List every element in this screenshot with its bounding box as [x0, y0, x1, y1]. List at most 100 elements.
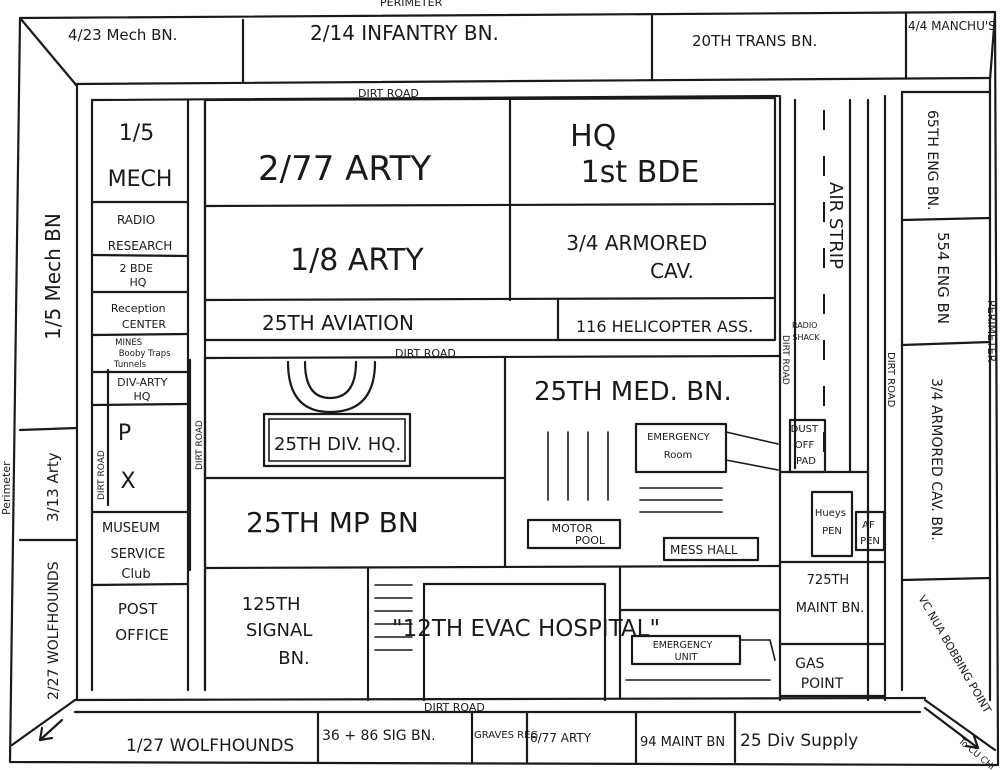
emergency-room-line2: Room	[664, 450, 692, 461]
hq-1st-bde-line2: 1st BDE	[581, 155, 700, 190]
af-pen: AF PEN	[860, 520, 880, 547]
road-right-label: DIRT ROAD	[885, 352, 896, 408]
radio-shack-line2: SHACK	[792, 333, 820, 342]
service-club-line1: SERVICE	[111, 547, 166, 562]
perimeter-left-label: Perimeter	[0, 461, 13, 515]
road-middle-label: DIRT ROAD	[395, 347, 456, 360]
radio-shack-line1: RADIO	[792, 321, 818, 330]
service-club-line2: Club	[121, 567, 150, 582]
gas-point: GAS POINT	[795, 656, 844, 692]
unit-3-4-cav-line1: 3/4 ARMORED	[566, 231, 707, 255]
emergency-unit: EMERGENCY UNIT	[653, 640, 716, 663]
unit-25th-aviation: 25TH AVIATION	[262, 311, 414, 335]
hueys-pen-line2: PEN	[822, 526, 842, 537]
unit-4-4-manchus: 4/4 MANCHU'S	[908, 19, 996, 33]
reception-center-line1: Reception	[111, 302, 166, 315]
gas-point-line1: GAS	[795, 656, 824, 672]
unit-725th-line2: MAINT BN.	[796, 601, 865, 616]
2-bde-hq-line2: HQ	[130, 276, 147, 289]
dust-off-pad-line1: DUST	[791, 424, 819, 435]
service-club: SERVICE Club	[111, 547, 170, 582]
unit-1-5-mech-bn: 1/5 Mech BN	[41, 213, 65, 340]
unit-94-maint: 94 MAINT BN	[640, 735, 725, 750]
gas-point-line2: POINT	[801, 676, 844, 692]
unit-3-4-armored-cav-bn: 3/4 ARMORED CAV. BN.	[928, 378, 944, 541]
dust-off-pad-line3: PAD	[796, 456, 816, 467]
unit-725th-line1: 725TH	[807, 573, 850, 588]
post-office: POST OFFICE	[115, 600, 168, 644]
unit-65th-eng: 65TH ENG BN.	[924, 110, 940, 211]
perimeter-top-label: PERIMETER	[380, 0, 443, 9]
unit-725th-maint: 725TH MAINT BN.	[796, 573, 865, 616]
dust-off-pad-line2: OFF	[795, 440, 815, 451]
motor-pool-line1: MOTOR	[552, 522, 594, 535]
radio-research-line2: RESEARCH	[108, 239, 172, 253]
unit-554-eng: 554 ENG BN	[934, 232, 952, 324]
unit-3-4-armored-cav: 3/4 ARMORED CAV.	[566, 231, 713, 283]
road-airstrip-label: DIRT ROAD	[780, 335, 790, 385]
radio-research-line1: RADIO	[117, 213, 155, 227]
mines-line2: Booby Traps	[119, 349, 171, 359]
dust-off-pad: DUST OFF PAD	[791, 424, 822, 467]
hq-1st-bde: HQ 1st BDE	[570, 119, 699, 190]
2-bde-hq: 2 BDE HQ	[120, 262, 157, 289]
emergency-unit-line1: EMERGENCY	[653, 640, 713, 651]
unit-116-helicopter: 116 HELICOPTER ASS.	[576, 317, 753, 336]
unit-6-77-arty: 6/77 ARTY	[530, 731, 592, 745]
mines-line3: Tunnels	[113, 360, 147, 370]
emergency-unit-line2: UNIT	[675, 652, 698, 663]
px-line1: P	[118, 421, 131, 446]
unit-3-4-cav-line2: CAV.	[650, 259, 694, 283]
map-linework	[8, 10, 1000, 767]
post-office-line1: POST	[118, 600, 158, 618]
radio-shack: RADIO SHACK	[792, 321, 820, 342]
unit-125th-signal: 125TH SIGNAL BN.	[242, 594, 318, 669]
px-line2: X	[120, 469, 135, 494]
div-arty-hq-line1: DIV-ARTY	[117, 376, 167, 389]
unit-1-8-arty: 1/8 ARTY	[290, 243, 424, 278]
road-bottom-label: DIRT ROAD	[424, 701, 485, 714]
unit-1-5-mech-line1: 1/5	[119, 121, 154, 146]
unit-graves-reg: GRAVES REG.	[474, 730, 541, 741]
motor-pool: MOTOR POOL	[552, 522, 606, 547]
div-arty-hq: DIV-ARTY HQ	[117, 376, 171, 403]
unit-36-86-sig: 36 + 86 SIG BN.	[322, 728, 436, 744]
emergency-room: EMERGENCY Room	[647, 432, 713, 461]
unit-4-4-a: 4/4 MANCHU'S	[908, 19, 996, 33]
unit-125th-line2: SIGNAL	[246, 620, 313, 641]
reception-center: Reception CENTER	[111, 302, 169, 331]
mess-hall: MESS HALL	[670, 543, 738, 557]
unit-1-5-mech: 1/5 MECH	[108, 121, 173, 192]
road-left-a-label: DIRT ROAD	[97, 450, 107, 500]
unit-25-div-supply: 25 Div Supply	[740, 731, 858, 751]
road-top-label: DIRT ROAD	[358, 87, 419, 100]
unit-20th-trans: 20TH TRANS BN.	[692, 32, 817, 50]
road-left-b-label: DIRT ROAD	[195, 420, 205, 470]
unit-25th-med-bn: 25TH MED. BN.	[534, 377, 732, 407]
perimeter-right-label: PERIMETER	[985, 300, 998, 363]
unit-2-14-infantry: 2/14 INFANTRY BN.	[310, 21, 499, 45]
unit-2-77-arty: 2/77 ARTY	[258, 149, 431, 189]
air-strip-label: AIR STRIP	[825, 182, 846, 269]
unit-25th-mp-bn: 25TH MP BN	[246, 506, 419, 539]
unit-125th-line3: BN.	[278, 648, 310, 669]
unit-1-5-mech-line2: MECH	[108, 167, 173, 192]
unit-125th-line1: 125TH	[242, 594, 301, 615]
unit-3-13-arty: 3/13 Arty	[44, 452, 62, 522]
unit-4-23-mech: 4/23 Mech BN.	[68, 26, 177, 44]
vc-nua-bobbing-point: VC NUA BOBBING POINT	[915, 593, 993, 716]
emergency-room-line1: EMERGENCY	[647, 432, 711, 443]
reception-center-line2: CENTER	[122, 318, 167, 331]
mines-booby-traps-tunnels: MINES Booby Traps Tunnels	[113, 338, 173, 370]
af-pen-line1: AF	[862, 520, 875, 531]
div-arty-hq-line2: HQ	[134, 390, 151, 403]
radio-research: RADIO RESEARCH	[108, 213, 172, 253]
unit-1-27-wolfhounds: 1/27 WOLFHOUNDS	[126, 736, 294, 756]
unit-2-27-wolfhounds: 2/27 WOLFHOUNDS	[46, 561, 62, 700]
museum: MUSEUM	[102, 521, 160, 536]
unit-25th-div-hq: 25TH DIV. HQ.	[274, 434, 401, 455]
hueys-pen-line1: Hueys	[815, 508, 846, 519]
hq-1st-bde-line1: HQ	[570, 119, 616, 154]
2-bde-hq-line1: 2 BDE	[120, 262, 154, 275]
